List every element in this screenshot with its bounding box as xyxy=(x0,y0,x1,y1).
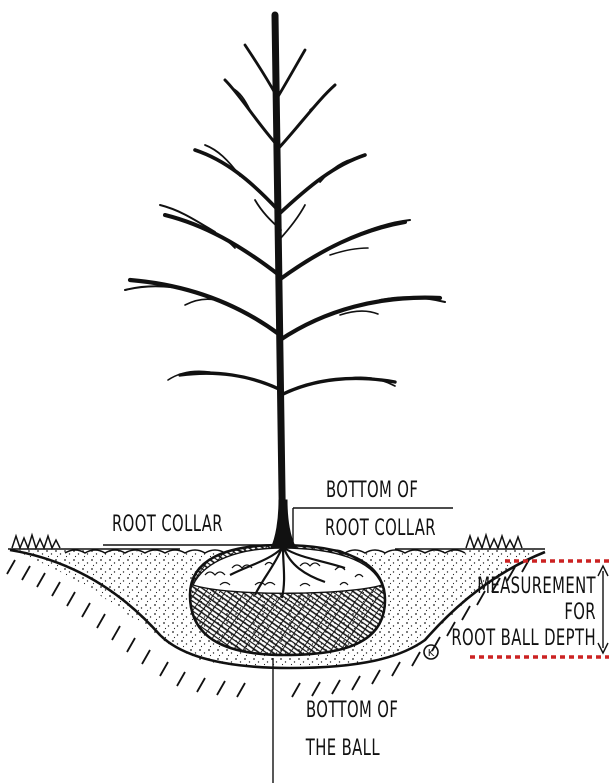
measurement-label-line2: FOR xyxy=(564,599,596,625)
bottom-of-root-collar-callout: BOTTOM OF ROOT COLLAR xyxy=(293,477,453,548)
bottom-of-root-collar-label-line1: BOTTOM OF xyxy=(326,477,418,503)
bottom-of-ball-label-line2: THE BALL xyxy=(305,735,380,761)
measurement-label-line1: MEASUREMENT xyxy=(477,573,596,599)
signature-mark-letter: K xyxy=(428,648,435,659)
bottom-of-root-collar-label-line2: ROOT COLLAR xyxy=(325,515,436,541)
bottom-of-ball-callout: BOTTOM OF THE BALL xyxy=(273,658,398,783)
measurement-label-line3: ROOT BALL DEPTH xyxy=(451,625,596,651)
root-collar-callout: ROOT COLLAR xyxy=(103,511,272,545)
grass-right xyxy=(466,535,522,548)
branches xyxy=(125,45,445,395)
signature-mark: K xyxy=(424,645,438,659)
tree xyxy=(125,15,445,548)
bottom-of-ball-label-line1: BOTTOM OF xyxy=(306,697,398,723)
trunk-flare xyxy=(271,500,296,548)
root-collar-label: ROOT COLLAR xyxy=(112,511,223,537)
grass-left xyxy=(12,535,60,548)
